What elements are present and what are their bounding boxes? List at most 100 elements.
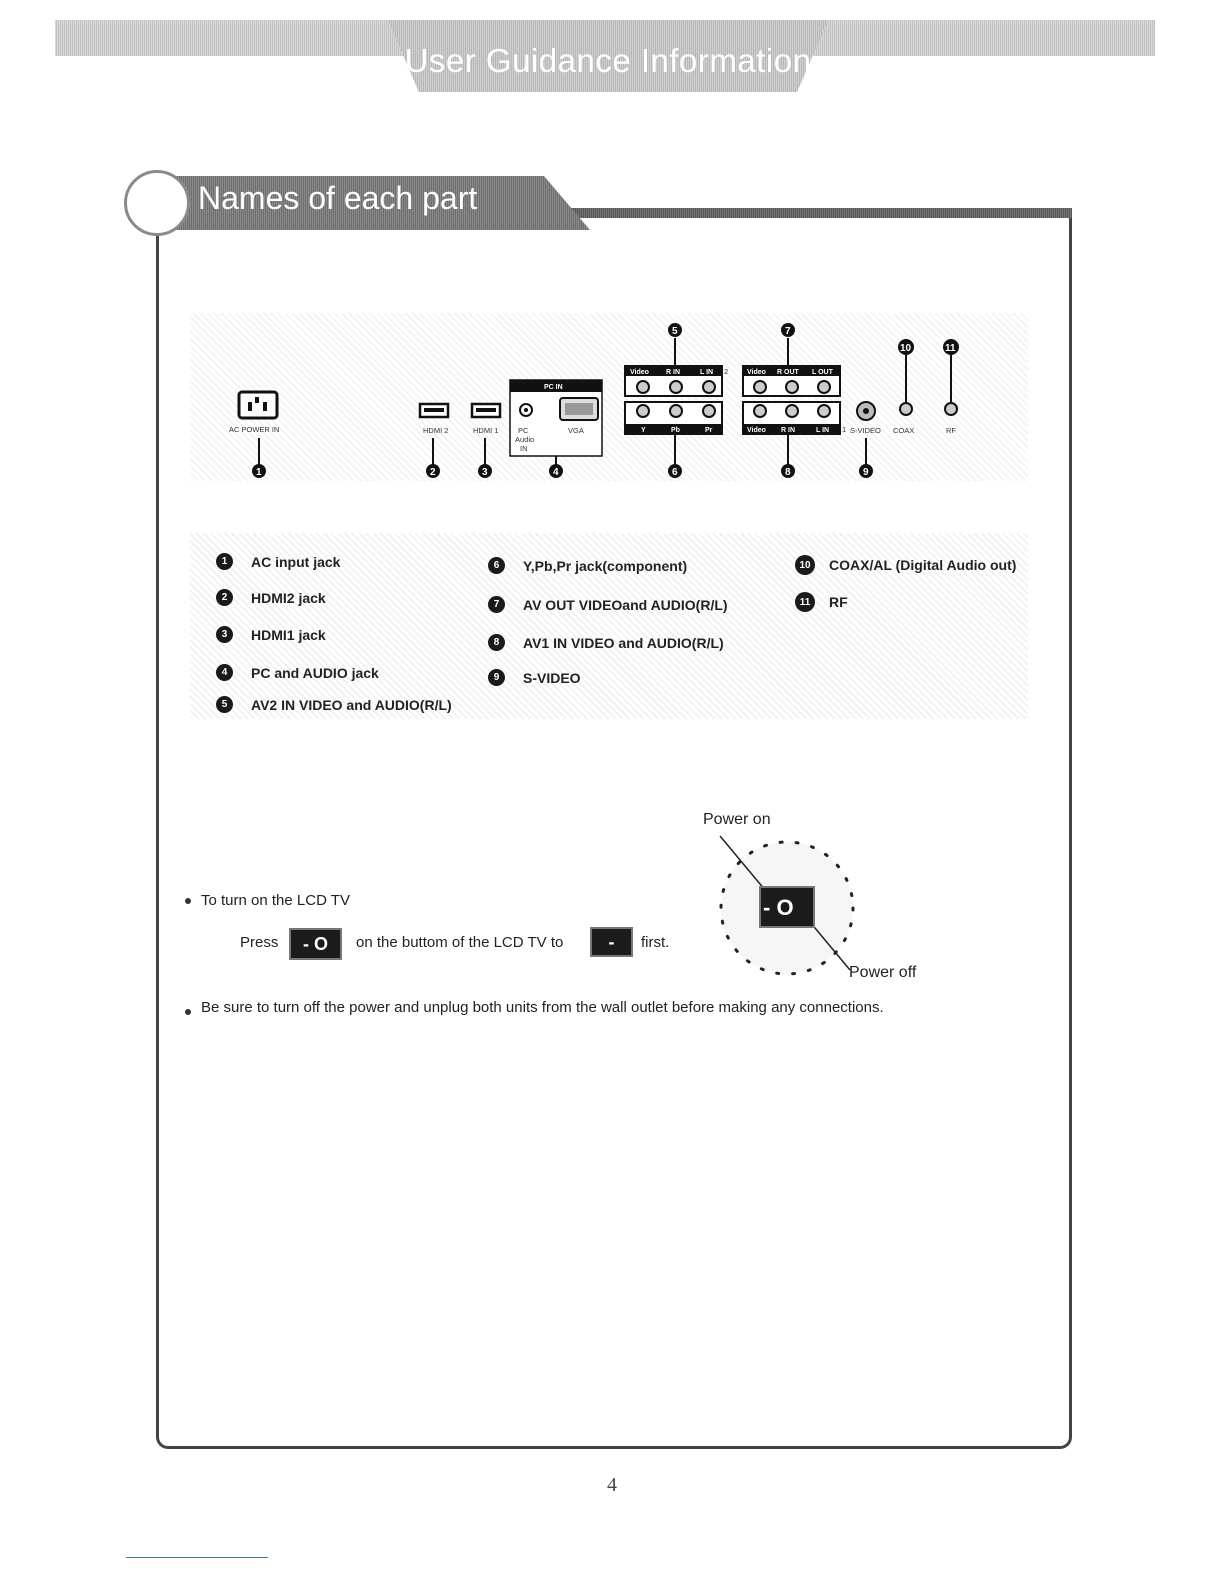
- av1-video-label: Video: [747, 427, 766, 434]
- av2-mark: 2: [724, 367, 728, 376]
- component-y-label: Y: [641, 427, 646, 434]
- legend-item-10: 10 COAX/AL (Digital Audio out): [795, 555, 1016, 575]
- press-middle-text: on the buttom of the LCD TV to: [356, 934, 564, 951]
- coax-label: COAX: [893, 426, 914, 435]
- back-panel-diagram: AC POWER IN HDMI 2 HDMI 1 PC IN PC Audio…: [229, 323, 959, 478]
- callout-4: 4: [549, 464, 563, 478]
- callout-3: 3: [478, 464, 492, 478]
- vga-label: VGA: [568, 426, 584, 435]
- power-on-position-icon: -: [590, 927, 633, 957]
- component-pr-label: Pr: [705, 427, 713, 434]
- pc-audio-label-1: PC: [518, 426, 529, 435]
- av2-lin-label: L IN: [700, 369, 713, 376]
- svg-text:5: 5: [672, 326, 678, 337]
- avout-rout-label: R OUT: [777, 369, 800, 376]
- avout-video-label: Video: [747, 369, 766, 376]
- svg-text:9: 9: [863, 467, 869, 478]
- first-text: first.: [641, 934, 670, 951]
- power-on-label: Power on: [703, 811, 771, 828]
- coax-port-icon: [899, 402, 913, 416]
- legend-number: 8: [488, 634, 505, 651]
- section-circle-icon: [124, 170, 190, 236]
- av2-rin-label: R IN: [666, 369, 680, 376]
- callout-5: 5: [668, 323, 682, 337]
- power-switch-illustration: - O: [719, 835, 855, 976]
- av1-lin-label: L IN: [816, 427, 829, 434]
- svg-text:10: 10: [900, 343, 912, 354]
- av1-mark: 1: [842, 425, 846, 434]
- pc-audio-label-2: Audio: [515, 435, 534, 444]
- legend-number: 2: [216, 589, 233, 606]
- legend-label: HDMI2 jack: [251, 589, 326, 606]
- legend-label: RF: [829, 594, 848, 610]
- legend-label: Y,Pb,Pr jack(component): [523, 557, 688, 574]
- callout-2: 2: [426, 464, 440, 478]
- svg-text:1: 1: [256, 467, 262, 478]
- page-number: 4: [607, 1474, 617, 1496]
- legend-label: AV2 IN VIDEO and AUDIO(R/L): [251, 696, 452, 713]
- legend-item-1: 1 AC input jack: [216, 553, 340, 570]
- legend-item-5: 5 AV2 IN VIDEO and AUDIO(R/L): [216, 696, 452, 713]
- bullet-icon: [185, 1009, 191, 1015]
- legend-number: 9: [488, 669, 505, 686]
- hdmi2-label: HDMI 2: [423, 426, 448, 435]
- callout-7: 7: [781, 323, 795, 337]
- section-title: Names of each part: [198, 180, 478, 216]
- av2-video-label: Video: [630, 369, 649, 376]
- legend-number: 6: [488, 557, 505, 574]
- legend-label: HDMI1 jack: [251, 626, 326, 643]
- legend-number: 5: [216, 696, 233, 713]
- hdmi2-port-icon: [418, 402, 450, 419]
- svideo-label: S-VIDEO: [850, 426, 881, 435]
- hdmi1-port-icon: [470, 402, 502, 419]
- legend-item-2: 2 HDMI2 jack: [216, 589, 326, 606]
- section-tab: [130, 176, 590, 230]
- ac-power-inlet-icon: [237, 390, 279, 420]
- svg-text:11: 11: [945, 343, 956, 354]
- svg-text:7: 7: [785, 326, 791, 337]
- svg-text:- O: - O: [763, 895, 794, 920]
- page-title: User Guidance Information: [404, 42, 812, 79]
- svg-text:3: 3: [482, 467, 488, 478]
- component-pb-label: Pb: [671, 427, 680, 434]
- legend-background: [190, 533, 1028, 719]
- power-button-icon: - O: [289, 928, 342, 960]
- rf-port-icon: [944, 402, 958, 416]
- pc-in-block: PC IN PC Audio IN VGA: [509, 379, 603, 457]
- av2-component-block: Video R IN L IN 2 Y Pb Pr: [624, 365, 728, 435]
- svg-text:2: 2: [430, 467, 436, 478]
- callout-10: 10: [898, 339, 914, 355]
- legend-number: 3: [216, 626, 233, 643]
- hdmi1-label: HDMI 1: [473, 426, 498, 435]
- legend-number: 10: [795, 555, 815, 575]
- legend-label: PC and AUDIO jack: [251, 664, 379, 681]
- footer-line: [126, 1557, 268, 1558]
- power-off-label: Power off: [849, 964, 917, 981]
- pc-in-label: PC IN: [544, 384, 563, 391]
- callout-9: 9: [859, 464, 873, 478]
- frame-top-line: [156, 208, 1072, 218]
- legend-item-9: 9 S-VIDEO: [488, 669, 581, 686]
- legend-label: COAX/AL (Digital Audio out): [829, 557, 1017, 573]
- legend-label: S-VIDEO: [523, 669, 581, 686]
- legend-item-6: 6 Y,Pb,Pr jack(component): [488, 557, 687, 574]
- legend-number: 11: [795, 592, 815, 612]
- legend-number: 1: [216, 553, 233, 570]
- avout-lout-label: L OUT: [812, 369, 834, 376]
- callout-11: 11: [943, 339, 959, 355]
- callout-8: 8: [781, 464, 795, 478]
- legend-label: AV1 IN VIDEO and AUDIO(R/L): [523, 634, 724, 651]
- legend-item-11: 11 RF: [795, 592, 848, 612]
- pc-audio-label-3: IN: [520, 444, 528, 453]
- rf-label: RF: [946, 426, 956, 435]
- legend-label: AV OUT VIDEOand AUDIO(R/L): [523, 596, 728, 613]
- content-frame: [156, 210, 1072, 1449]
- callout-6: 6: [668, 464, 682, 478]
- turn-on-text: To turn on the LCD TV: [201, 892, 350, 909]
- press-text: Press: [240, 934, 279, 951]
- av1-rin-label: R IN: [781, 427, 795, 434]
- legend-label: AC input jack: [251, 553, 341, 570]
- svg-text:4: 4: [553, 467, 559, 478]
